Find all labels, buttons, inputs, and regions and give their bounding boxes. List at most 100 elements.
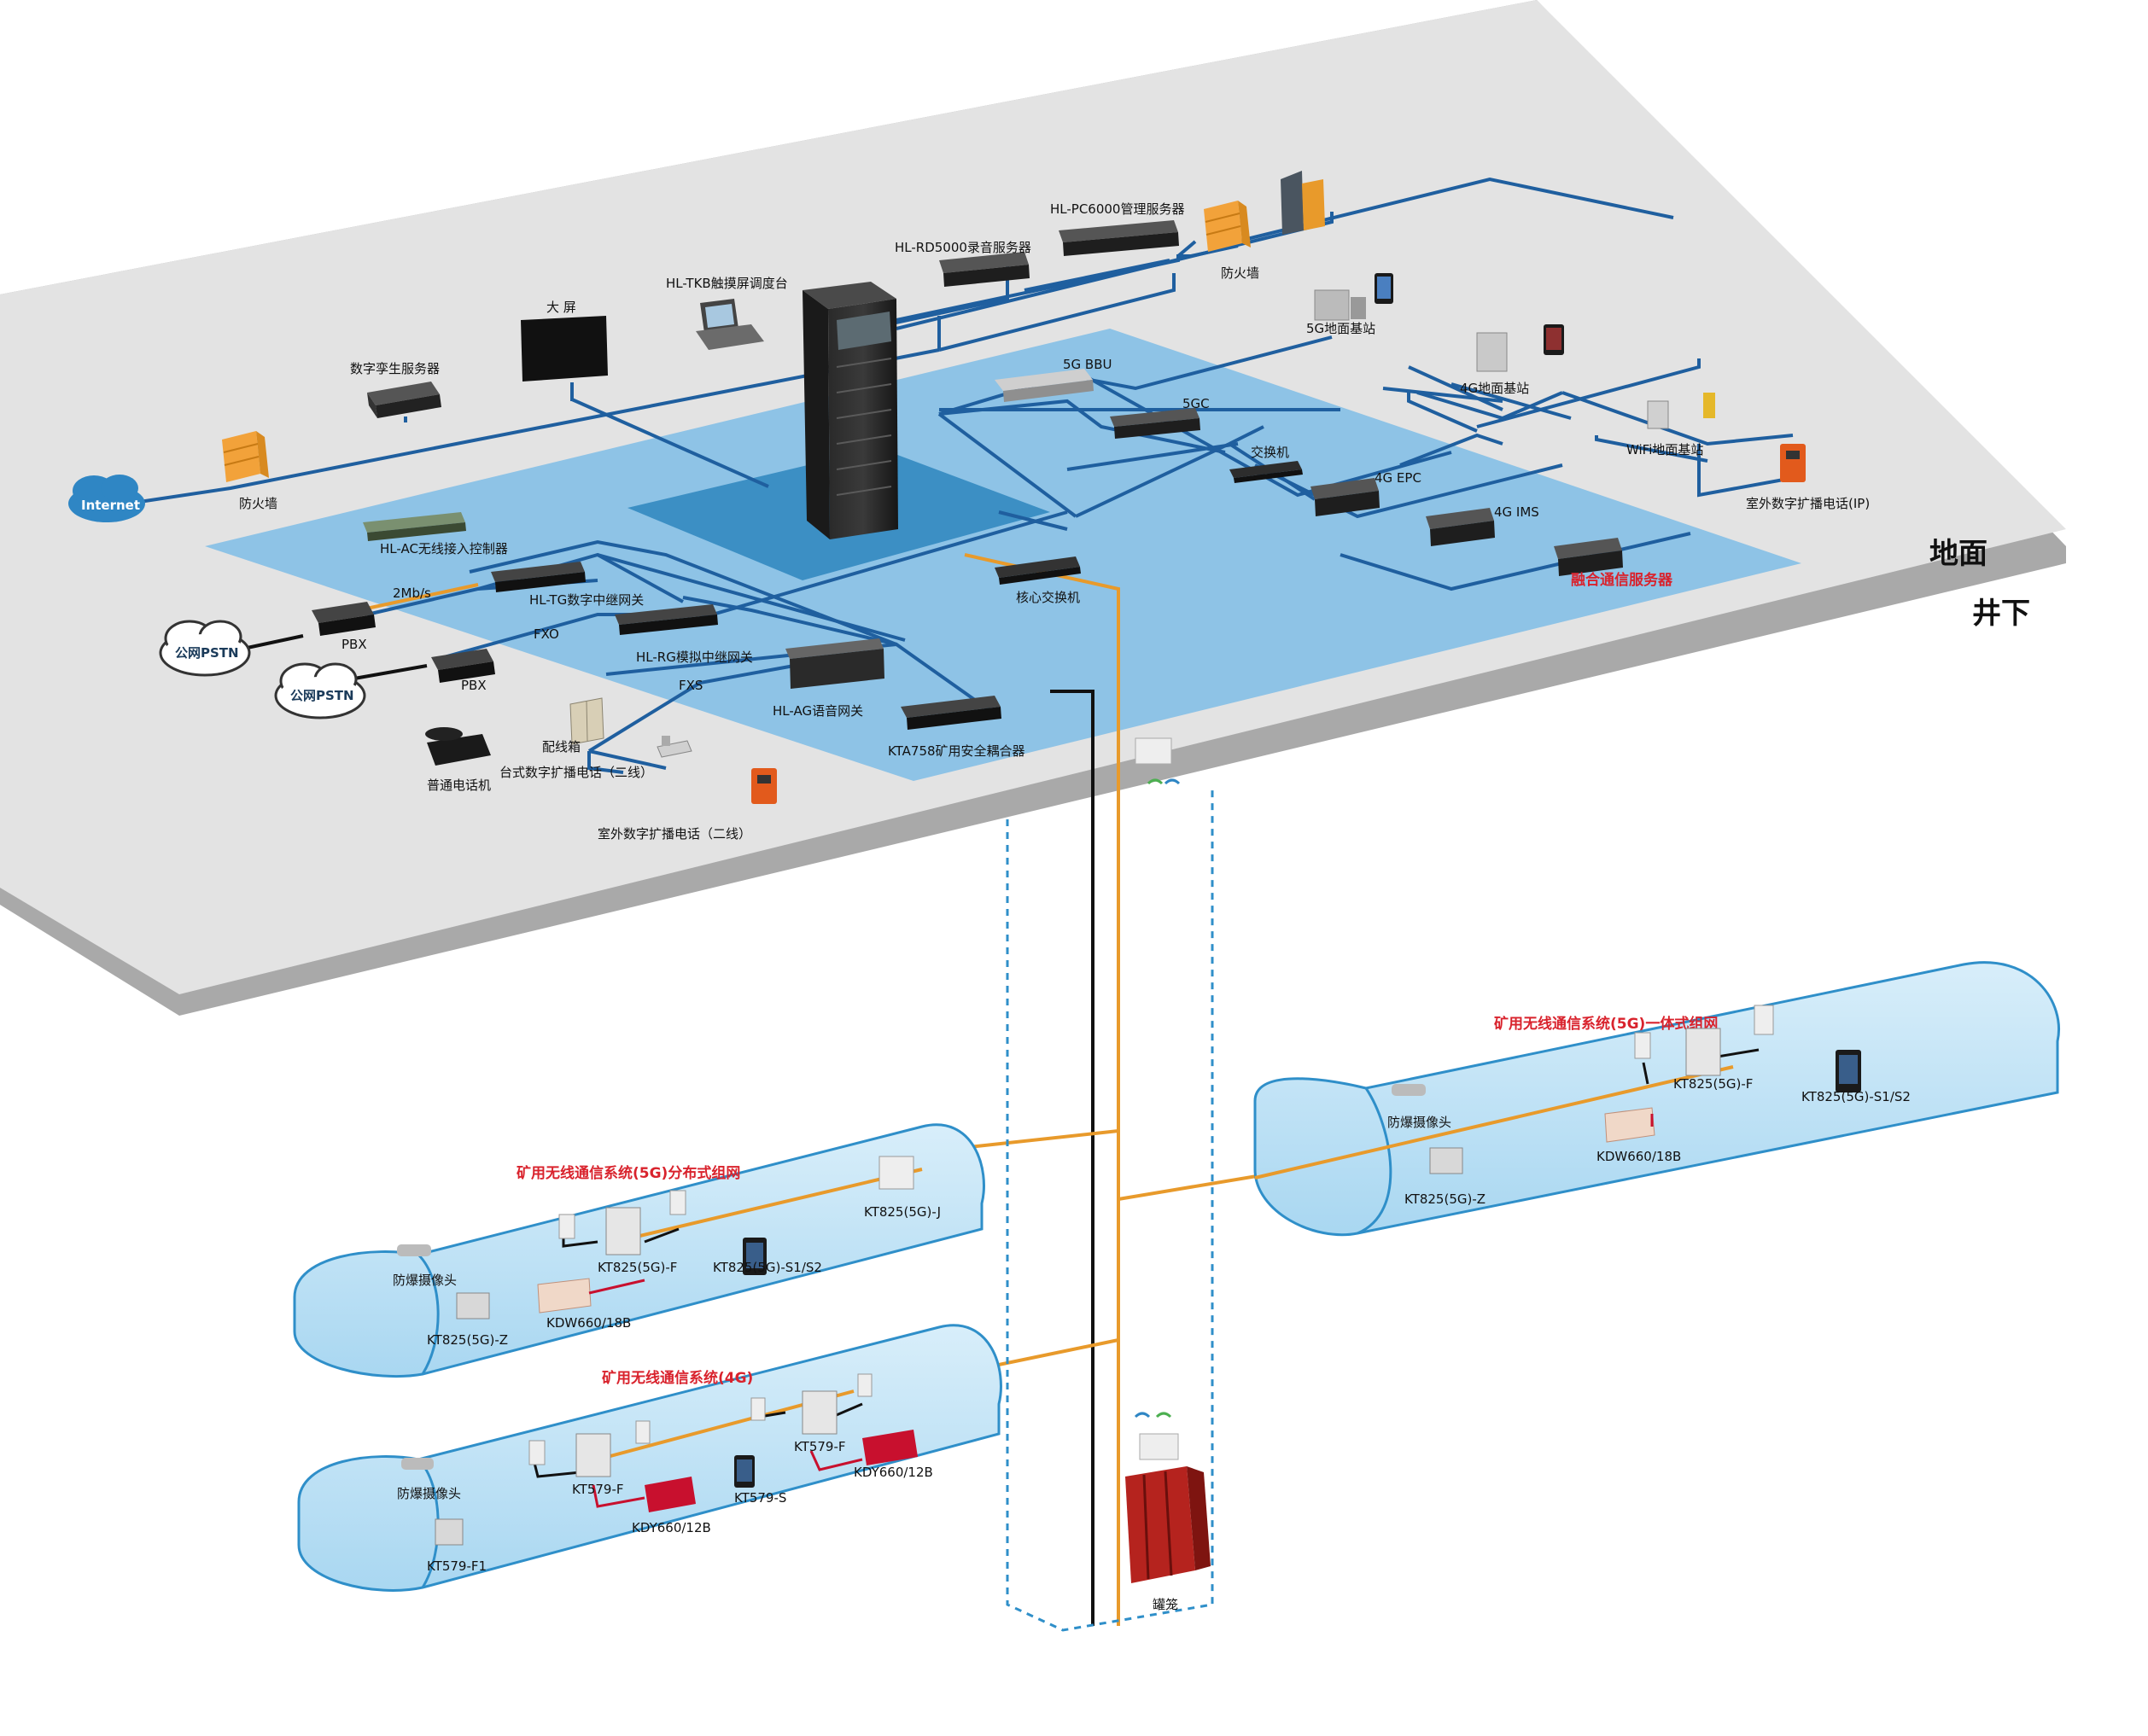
tunnel-5g-integrated: 矿用无线通信系统(5G)一体式组网 防爆摄像头 KT825(5G)-F KT82… [1253, 961, 2060, 1237]
tunnel-5g-distributed: 矿用无线通信系统(5G)分布式组网 KT825(5G)-J 防爆摄像头 KT82… [293, 1123, 985, 1378]
gc-5g[interactable]: 5GC [1110, 396, 1210, 439]
dist-power[interactable]: KDW660/18B [537, 1278, 645, 1331]
pstn-cloud-2[interactable]: 公网PSTN [274, 662, 366, 719]
outdoor-2wire-label: 室外数字扩播电话（二线） [598, 826, 751, 842]
bs-4g[interactable]: 4G地面基站 [1460, 324, 1564, 396]
ims-4g-label: 4G IMS [1494, 504, 1539, 520]
pbx-1[interactable]: PBX [312, 602, 376, 652]
internet-cloud[interactable]: Internet [68, 475, 145, 522]
tunnel-5g-dist-title: 矿用无线通信系统(5G)分布式组网 [517, 1164, 740, 1182]
internet-label: Internet [81, 498, 140, 513]
wifi-bs-label: WiFi地面基站 [1626, 442, 1703, 457]
dist-z-device[interactable]: KT825(5G)-Z [427, 1292, 508, 1348]
4g-f1-ctrl[interactable]: KT579-F1 [427, 1518, 487, 1574]
dist-camera[interactable]: 防爆摄像头 [393, 1244, 457, 1288]
regular-phone[interactable]: 普通电话机 [425, 727, 491, 793]
rd5000-label: HL-RD5000录音服务器 [895, 240, 1031, 255]
ag-gateway[interactable]: HL-AG语音网关 [773, 638, 884, 719]
4g-f2-label: KT579-F [794, 1439, 846, 1454]
epc-4g[interactable]: 4G EPC [1310, 470, 1421, 516]
bs-4g-label: 4G地面基站 [1460, 381, 1529, 396]
shaft-ap-top[interactable] [1135, 737, 1181, 785]
firewall-left[interactable]: 防火墙 [222, 431, 277, 511]
zone-ground-label: 地面 [1929, 537, 1987, 571]
zone-underground-label: 井下 [1972, 597, 2030, 631]
int-camera[interactable]: 防爆摄像头 [1387, 1084, 1451, 1130]
pbx-2[interactable]: PBX [431, 649, 495, 693]
dist-f-device[interactable]: KT825(5G)-F [558, 1190, 686, 1275]
pbx2-label: PBX [461, 678, 487, 693]
switch-label: 交换机 [1251, 445, 1289, 460]
core-rack[interactable] [803, 282, 898, 539]
rd5000-server[interactable]: HL-RD5000录音服务器 [895, 240, 1031, 287]
dist-f-label: KT825(5G)-F [598, 1260, 677, 1275]
touch-console[interactable]: HL-TKB触摸屏调度台 [666, 276, 788, 350]
dist-z-label: KT825(5G)-Z [427, 1332, 508, 1348]
bs-5g[interactable]: 5G地面基站 [1306, 273, 1393, 336]
big-screen-label: 大 屏 [546, 300, 576, 315]
phone-label: 普通电话机 [427, 778, 491, 793]
wifi-bs[interactable]: WiFi地面基站 [1626, 393, 1715, 457]
epc-4g-label: 4G EPC [1375, 470, 1421, 486]
twin-server[interactable]: 数字孪生服务器 [350, 361, 441, 418]
tunnel-5g-int-title: 矿用无线通信系统(5G)一体式组网 [1494, 1015, 1718, 1033]
rg-gateway[interactable]: HL-RG模拟中继网关 [615, 604, 753, 665]
4g-f1[interactable]: KT579-F [528, 1420, 651, 1497]
4g-power2-label: KDY660/12B [854, 1465, 933, 1480]
distribution-box[interactable]: 配线箱 [542, 697, 604, 754]
4g-power2[interactable]: KDY660/12B [854, 1430, 933, 1480]
int-terminal-label: KT825(5G)-S1/S2 [1801, 1089, 1911, 1104]
ims-4g[interactable]: 4G IMS [1426, 504, 1539, 546]
desk-phone-label: 台式数字扩播电话（二线） [499, 765, 653, 780]
pstn2-label: 公网PSTN [290, 688, 354, 703]
big-screen[interactable]: 大 屏 [521, 300, 608, 382]
fusion-server[interactable]: 融合通信服务器 [1554, 538, 1673, 589]
kta758-label: KTA758矿用安全耦合器 [888, 743, 1025, 759]
pstn1-label: 公网PSTN [175, 645, 239, 661]
4g-power1[interactable]: KDY660/12B [632, 1477, 711, 1535]
fusion-label: 融合通信服务器 [1571, 571, 1673, 589]
rg-label: HL-RG模拟中继网关 [636, 650, 753, 665]
gc-5g-label: 5GC [1182, 396, 1210, 411]
4g-f2[interactable]: KT579-F [750, 1373, 873, 1454]
int-z-label: KT825(5G)-Z [1404, 1191, 1486, 1207]
pstn-cloud-1[interactable]: 公网PSTN [159, 620, 251, 677]
firewall-left-label: 防火墙 [239, 496, 277, 511]
ac-controller[interactable]: HL-AC无线接入控制器 [363, 512, 508, 556]
pc6000-server[interactable]: HL-PC6000管理服务器 [1050, 201, 1184, 256]
outdoor-2wire-phone[interactable]: 室外数字扩播电话（二线） [598, 768, 777, 842]
dist-camera-label: 防爆摄像头 [393, 1273, 457, 1288]
dist-terminal[interactable]: KT825(5G)-S1/S2 [713, 1238, 822, 1275]
desk-phone[interactable]: 台式数字扩播电话（二线） [499, 736, 692, 780]
int-terminal[interactable]: KT825(5G)-S1/S2 [1801, 1050, 1911, 1104]
cage-label: 罐笼 [1153, 1597, 1178, 1612]
int-f-device[interactable]: KT825(5G)-F [1634, 1005, 1774, 1092]
tunnel-4g-title: 矿用无线通信系统(4G) [602, 1369, 753, 1387]
4g-f1-label: KT579-F [572, 1482, 624, 1497]
4g-camera[interactable]: 防爆摄像头 [397, 1458, 461, 1501]
int-power[interactable]: KDW660/18B [1596, 1107, 1681, 1164]
4g-terminal[interactable]: KT579-S [734, 1455, 786, 1506]
switch[interactable]: 交换机 [1229, 445, 1303, 483]
shaft-outline [1006, 789, 1214, 1632]
dist-j-label: KT825(5G)-J [864, 1204, 941, 1220]
firewall-right[interactable]: 防火墙 [1204, 201, 1259, 281]
pc6000-label: HL-PC6000管理服务器 [1050, 201, 1184, 217]
fxo-label: FXO [534, 626, 559, 642]
cage[interactable]: 罐笼 [1125, 1412, 1211, 1612]
4g-power1-label: KDY660/12B [632, 1520, 711, 1535]
bbu-5g-label: 5G BBU [1063, 357, 1112, 372]
core-switch-label: 核心交换机 [1016, 590, 1080, 605]
kta758[interactable]: KTA758矿用安全耦合器 [888, 696, 1025, 759]
dist-j-device[interactable]: KT825(5G)-J [864, 1156, 941, 1220]
tg-gateway[interactable]: HL-TG数字中继网关 2Mb/s [393, 562, 644, 608]
rate-label: 2Mb/s [393, 585, 431, 601]
outdoor-ip-phone[interactable]: 室外数字扩播电话(IP) [1746, 444, 1870, 511]
bbu-5g[interactable]: 5G BBU [995, 357, 1112, 402]
4g-camera-label: 防爆摄像头 [397, 1486, 461, 1501]
int-power-label: KDW660/18B [1596, 1149, 1681, 1164]
int-z-device[interactable]: KT825(5G)-Z [1404, 1147, 1486, 1207]
outdoor-ip-label: 室外数字扩播电话(IP) [1746, 496, 1870, 511]
core-switch[interactable]: 核心交换机 [995, 556, 1081, 605]
